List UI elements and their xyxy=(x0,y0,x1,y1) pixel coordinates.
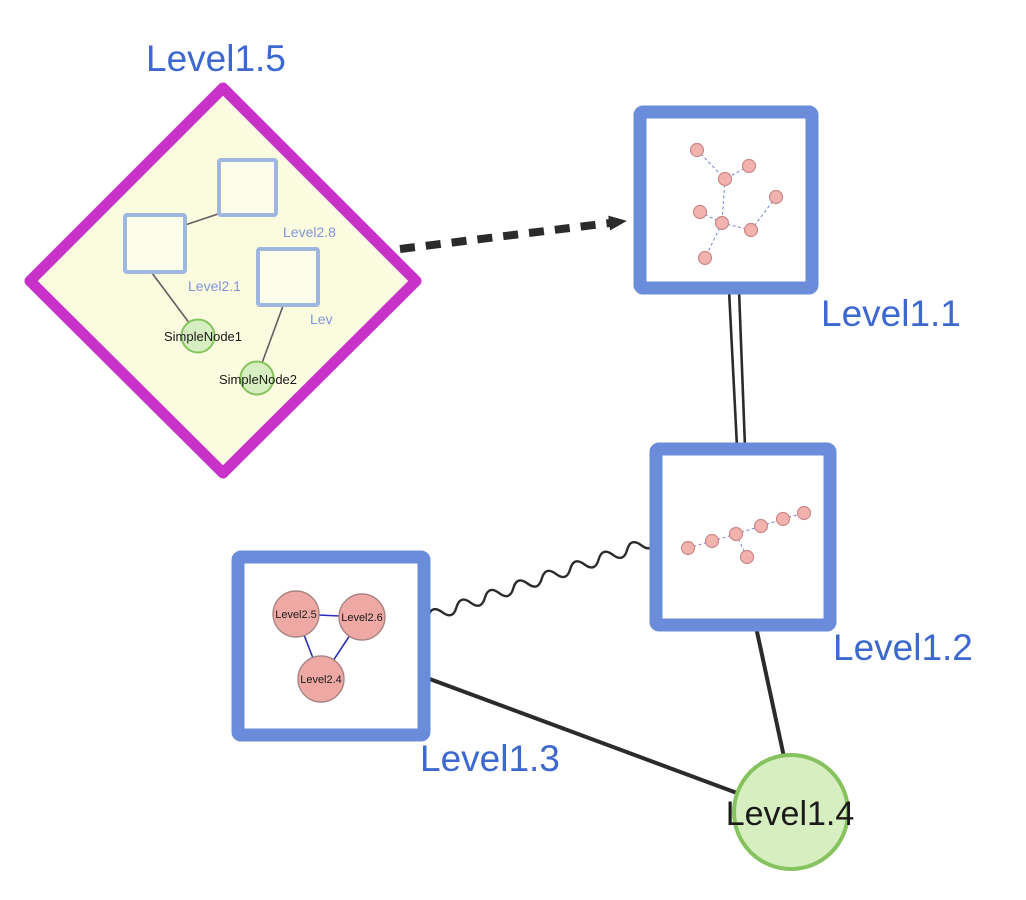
edge-level1_3-to-level1_2[interactable] xyxy=(426,535,657,622)
label-level1_2: Level1.2 xyxy=(833,627,973,668)
node-level1_1[interactable]: Level1.1 xyxy=(633,105,961,334)
inner-edge xyxy=(261,305,284,364)
diamond-shape[interactable] xyxy=(24,82,422,479)
mini-graph-nodes xyxy=(680,505,812,565)
label-simple_node2: SimpleNode2 xyxy=(219,372,297,387)
edge-level1_1-to-level1_2[interactable] xyxy=(727,289,747,448)
label-level2_8: Level2.8 xyxy=(283,224,336,240)
inner-edge xyxy=(181,211,225,227)
node-level2_8[interactable] xyxy=(217,158,278,217)
double-edge-line-1[interactable] xyxy=(727,289,739,448)
mini-node[interactable] xyxy=(728,526,744,542)
label-level2_5: Level2.5 xyxy=(275,609,317,621)
node-level1_4[interactable]: Level1.4 xyxy=(726,753,855,871)
mini-node[interactable] xyxy=(775,511,791,527)
mini-edge xyxy=(687,540,713,549)
mini-node[interactable] xyxy=(768,189,784,205)
inner-edge xyxy=(151,272,191,325)
label-level1_1: Level1.1 xyxy=(821,293,961,334)
edge-level1_2-to-level1_4[interactable] xyxy=(754,625,786,759)
inner-edges xyxy=(151,211,284,364)
node-level2_1[interactable] xyxy=(123,213,187,274)
solid-edge[interactable] xyxy=(754,625,786,759)
node-level1_2[interactable]: Level1.2 xyxy=(649,442,973,668)
node-level2_truncated[interactable] xyxy=(256,247,320,307)
mini-node[interactable] xyxy=(739,549,755,565)
mini-node[interactable] xyxy=(741,158,757,174)
dashed-arrow-edge[interactable] xyxy=(399,215,627,253)
mini-edge xyxy=(711,533,737,542)
mini-edge xyxy=(735,533,748,558)
double-edge-line-2[interactable] xyxy=(737,289,747,448)
node-simple_node2[interactable] xyxy=(239,360,275,396)
wavy-edge[interactable] xyxy=(426,535,657,622)
label-level2_6: Level2.6 xyxy=(341,612,383,624)
node-level2_6[interactable] xyxy=(338,593,386,641)
solid-edge[interactable] xyxy=(425,676,739,795)
mini-edge xyxy=(721,178,726,224)
label-level2_truncated: Lev xyxy=(310,311,333,327)
group-box-level1_3[interactable] xyxy=(231,550,431,742)
node-simple_node1[interactable] xyxy=(180,318,216,354)
mini-node[interactable] xyxy=(680,540,696,556)
mini-graph-nodes xyxy=(689,142,784,266)
mini-node[interactable] xyxy=(697,250,713,266)
mini-node[interactable] xyxy=(796,505,812,521)
label-level2_4: Level2.4 xyxy=(300,674,342,686)
node-level2_4[interactable] xyxy=(297,655,345,703)
mini-node[interactable] xyxy=(753,518,769,534)
node-level2_5[interactable] xyxy=(272,590,320,638)
label-level1_5: Level1.5 xyxy=(146,38,286,79)
group-box-level1_2[interactable] xyxy=(649,442,837,632)
circle-level1_4[interactable] xyxy=(732,753,850,871)
mini-node[interactable] xyxy=(717,171,733,187)
mini-node[interactable] xyxy=(692,204,708,220)
mini-node[interactable] xyxy=(743,222,759,238)
node-level1_5[interactable]: Level2.8 Level2.1 Lev SimpleNode1 Simple… xyxy=(24,38,422,479)
label-simple_node1: SimpleNode1 xyxy=(164,329,242,344)
node-level1_3[interactable]: Level2.5 Level2.6 Level2.4 Level1.3 xyxy=(231,550,560,779)
triangle-nodes xyxy=(272,590,386,703)
mini-node[interactable] xyxy=(704,533,720,549)
edge-level1_5-to-level1_1[interactable] xyxy=(399,215,627,253)
mini-node[interactable] xyxy=(714,215,730,231)
mini-edge xyxy=(735,525,762,535)
label-level2_1: Level2.1 xyxy=(188,278,241,294)
mini-edge xyxy=(699,211,723,224)
label-level1_3: Level1.3 xyxy=(420,738,560,779)
group-box-level1_1[interactable] xyxy=(633,105,819,295)
mini-node[interactable] xyxy=(689,142,705,158)
label-level1_4: Level1.4 xyxy=(726,795,855,833)
edge-level1_3-to-level1_4[interactable] xyxy=(425,676,739,795)
